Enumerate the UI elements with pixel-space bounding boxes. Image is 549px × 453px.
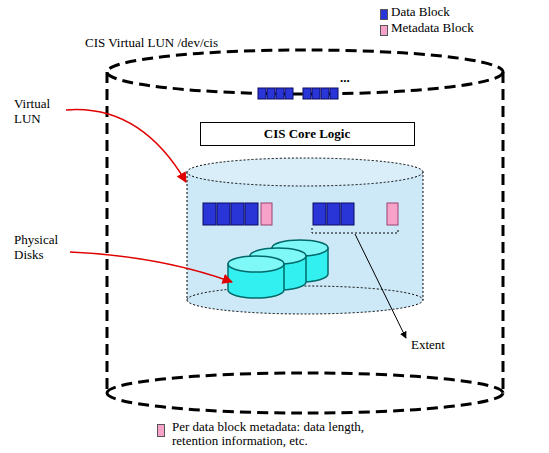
top-data-blocks [258,88,338,99]
logic-box: CIS Core Logic [200,122,415,146]
legend-text: Data Block [391,5,450,19]
legend-text: Per data block metadata: data length, re… [172,420,404,448]
part-label: Physical Disks [14,232,72,262]
physical-disks-leader [70,252,232,282]
part-label: Extent [411,337,445,352]
virtual-lun-leader [66,110,186,182]
virtual-lun-cylinder [187,158,423,314]
outer-cylinder [107,50,503,413]
ellipsis-label: ... [340,70,350,85]
extent-leader [355,234,406,338]
extent-blocks [203,203,398,225]
legend-text: Metadata Block [391,21,474,35]
extent-bracket [312,228,398,233]
legend-swatch [157,424,165,437]
legend-swatch [380,25,388,36]
box-label: CIS Core Logic [264,126,350,142]
part-label: Virtual LUN [14,96,66,126]
legend-swatch [380,9,388,20]
diagram-title: CIS Virtual LUN /dev/cis [85,35,218,50]
physical-disks [228,240,328,298]
